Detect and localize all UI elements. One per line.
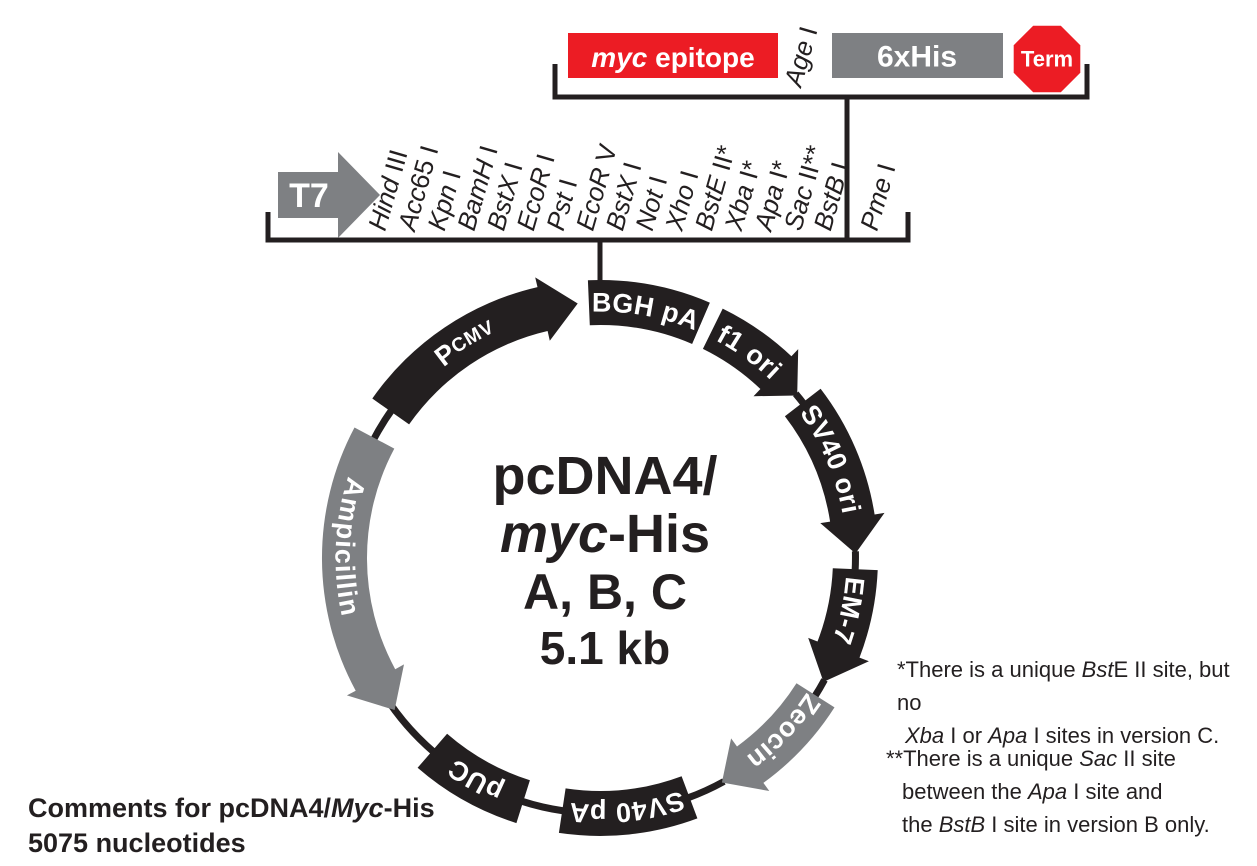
construct-bar: myc epitope Age I 6xHis Term [552,23,1090,240]
segment-divider-notch [690,299,725,353]
pme-site-label: Pme I [854,160,902,234]
comments-title: Comments for pcDNA4/Myc-His [28,793,435,823]
myc-epitope-label: myc epitope [591,42,754,73]
backbone-circle [369,391,859,815]
t7-promoter-label: T7 [289,177,329,215]
mcs-bracket [265,212,911,243]
restriction-site-label: BstE II* [689,142,742,234]
footnote-line: Xba I or Apa I sites in version C. [905,723,1220,748]
segment-sv40-ori [784,388,885,554]
his-tag-box [832,33,1003,78]
segment-bgh-pa [587,280,710,344]
footnote-line: between the Apa I site and [902,779,1163,804]
segment-f1-ori [702,308,799,397]
segment-zeocin [721,683,835,791]
footnote-version-c: *There is a unique BstE II site, but no … [897,653,1257,752]
plasmid-name-line2: myc-His [500,504,710,564]
footnote-line: *There is a unique BstE II site, but no [897,657,1230,715]
footnote-version-b: **There is a unique Sac II site between … [886,742,1210,841]
comments-block: Comments for pcDNA4/Myc-His 5075 nucleot… [28,791,435,861]
comments-size: 5075 nucleotides [28,828,246,858]
terminator-label: Term [1021,47,1073,72]
t7-promoter-arrow [278,152,380,238]
his-tag-label: 6xHis [877,41,957,74]
plasmid-name-line1: pcDNA4/ [492,446,717,506]
segment-ampicillin [321,427,404,710]
age-site-label: Age I [777,23,823,92]
segment-puc [417,733,530,824]
plasmid-size: 5.1 kb [540,622,670,674]
footnote-line: **There is a unique Sac II site [886,746,1176,771]
terminator-octagon [1013,25,1081,93]
construct-bracket [552,64,1090,100]
plasmid-versions: A, B, C [523,564,687,620]
segment-em7 [808,568,878,682]
segment-sv40-pa [558,776,698,836]
segment-pcmv [372,277,578,425]
footnote-line: the BstB I site in version B only. [902,812,1210,837]
plasmid-title: pcDNA4/ myc-His A, B, C 5.1 kb [492,446,717,674]
myc-epitope-box [568,33,778,78]
